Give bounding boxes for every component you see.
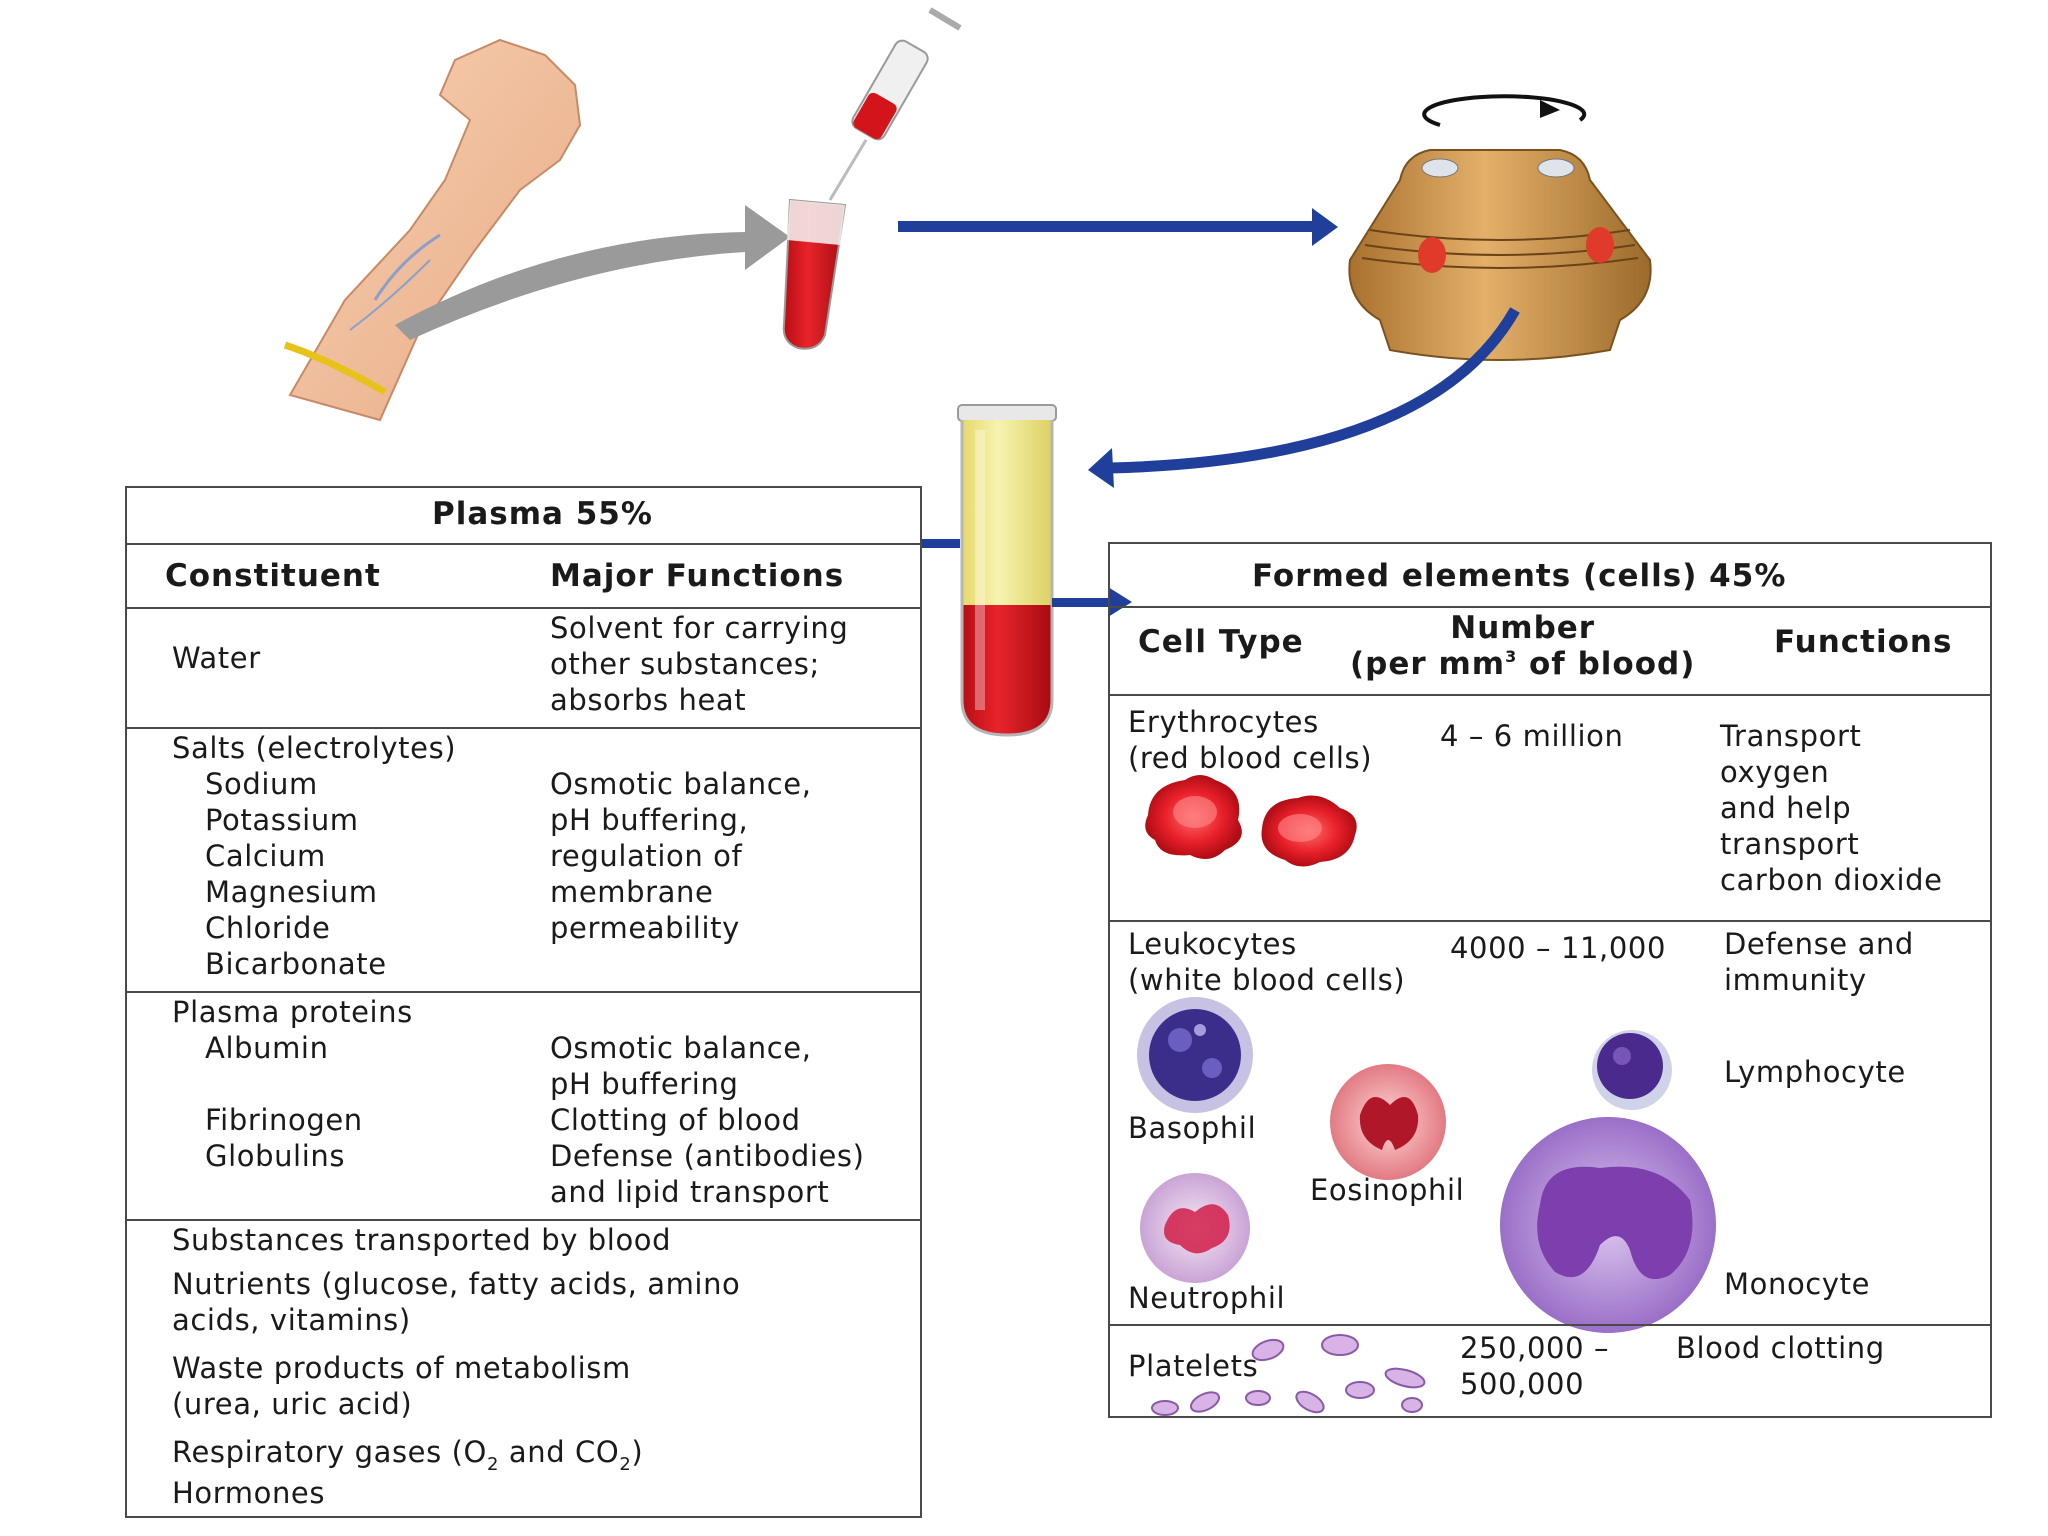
monocyte-label: Monocyte — [1724, 1267, 1871, 1301]
transported-substances: Substances transported by blood Nutrient… — [172, 1223, 741, 1510]
erythrocytes-functions: Transport oxygen and help transport carb… — [1720, 719, 1943, 897]
neutrophil-cell-icon — [1140, 1173, 1250, 1283]
plasma-proteins-list: Plasma proteins Albumin Fibrinogen Globu… — [172, 995, 413, 1173]
blue-arrow-right-icon — [898, 208, 1338, 246]
gray-arrow-icon — [395, 205, 790, 340]
erythrocyte-cells-icon — [1145, 775, 1357, 867]
leukocytes-label: Leukocytes (white blood cells) — [1128, 927, 1406, 997]
plasma-table: Plasma 55% Constituent Major Functions W… — [125, 486, 922, 1518]
separated-blood-tube — [957, 404, 1057, 737]
tourniquet — [283, 341, 387, 396]
lymphocyte-cell-icon — [1592, 1030, 1672, 1110]
functions-header: Functions — [1774, 624, 1953, 660]
cell-type-header: Cell Type — [1138, 624, 1304, 660]
basophil-label: Basophil — [1128, 1111, 1257, 1145]
platelets-functions: Blood clotting — [1676, 1331, 1885, 1365]
blue-arrow-right-small-icon — [1052, 587, 1132, 617]
major-functions-header: Major Functions — [550, 558, 845, 594]
eosinophil-cell-icon — [1330, 1064, 1446, 1180]
salts-functions: Osmotic balance, pH buffering, regulatio… — [550, 767, 812, 945]
salts-list: Salts (electrolytes) Sodium Potassium Ca… — [172, 731, 457, 981]
basophil-cell-icon — [1137, 997, 1253, 1113]
eosinophil-label: Eosinophil — [1310, 1173, 1465, 1207]
plasma-title: Plasma 55% — [432, 496, 653, 532]
plasma-proteins-functions: Osmotic balance, pH buffering Clotting o… — [550, 1031, 865, 1209]
blood-collection-tube — [782, 198, 847, 350]
formed-elements-title: Formed elements (cells) 45% — [1252, 558, 1787, 594]
neutrophil-label: Neutrophil — [1128, 1281, 1286, 1315]
platelets-label: Platelets — [1128, 1349, 1259, 1383]
leukocytes-number: 4000 – 11,000 — [1450, 931, 1667, 965]
platelets-number: 250,000 – 500,000 — [1460, 1331, 1610, 1401]
arm-illustration — [283, 38, 582, 422]
erythrocytes-number: 4 – 6 million — [1440, 719, 1624, 753]
monocyte-cell-icon — [1500, 1117, 1716, 1333]
erythrocytes-label: Erythrocytes (red blood cells) — [1128, 705, 1373, 775]
syringe-icon — [828, 7, 962, 201]
constituent-header: Constituent — [165, 558, 381, 594]
water-label: Water — [172, 641, 261, 675]
platelets-icon — [1151, 1334, 1426, 1416]
blue-curved-arrow-icon — [1088, 307, 1520, 488]
centrifuge-icon — [1348, 94, 1652, 361]
formed-elements-table: Formed elements (cells) 45% Cell Type Nu… — [1108, 542, 1992, 1418]
water-functions: Solvent for carrying other substances; a… — [550, 611, 849, 717]
leukocytes-functions: Defense and immunity — [1724, 927, 1914, 997]
number-header: Number (per mm3 of blood) — [1350, 610, 1696, 682]
lymphocyte-label: Lymphocyte — [1724, 1055, 1906, 1089]
